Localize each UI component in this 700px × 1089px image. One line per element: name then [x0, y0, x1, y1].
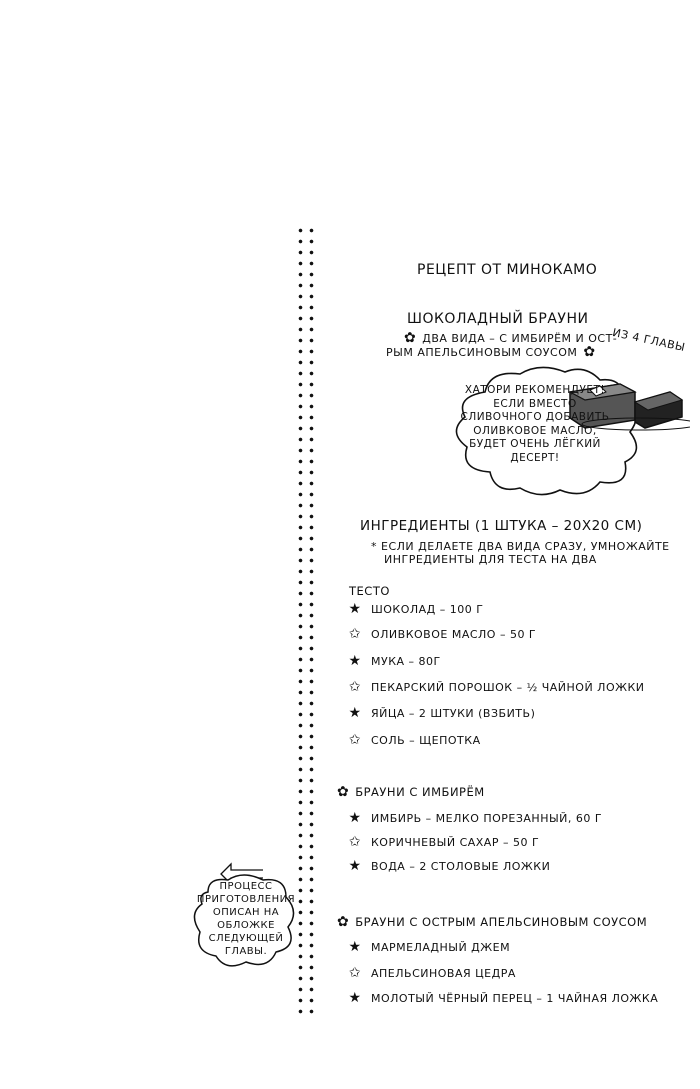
list-item: ★ЯЙЦА – 2 ШТУКИ (ВЗБИТЬ) — [348, 705, 536, 721]
list-item: ✩ОЛИВКОВОЕ МАСЛО – 50 Г — [348, 626, 537, 642]
tip-text: ХАТОРИ РЕКОМЕНДУЕТ! ЕСЛИ ВМЕСТО СЛИВОЧНО… — [460, 384, 610, 464]
star-outline-icon: ✩ — [348, 965, 362, 981]
list-item: ✩АПЕЛЬСИНОВАЯ ЦЕДРА — [348, 965, 516, 981]
recipe-title: РЕЦЕПТ ОТ МИНОКАМО — [417, 262, 598, 278]
chapter-note: ИЗ 4 ГЛАВЫ — [611, 326, 687, 355]
flower-icon: ✿ — [337, 914, 350, 930]
list-item: ★МУКА – 80Г — [348, 653, 441, 669]
next-chapter-text: ПРОЦЕСС ПРИГОТОВЛЕНИЯ ОПИСАН НА ОБЛОЖКЕ … — [196, 881, 296, 957]
list-item: ★ИМБИРЬ – МЕЛКО ПОРЕЗАННЫЙ, 60 Г — [348, 810, 603, 826]
star-filled-icon: ★ — [348, 653, 362, 669]
list-item: ★ШОКОЛАД – 100 Г — [348, 601, 484, 617]
flower-icon: ✿ — [337, 784, 350, 800]
flower-icon: ✿ — [583, 344, 596, 360]
flower-icon: ✿ — [404, 330, 417, 346]
ingredients-title: ИНГРЕДИЕНТЫ (1 ШТУКА – 20Х20 СМ) — [360, 518, 643, 534]
list-item: ✩ПЕКАРСКИЙ ПОРОШОК – ½ ЧАЙНОЙ ЛОЖКИ — [348, 679, 645, 695]
list-item: ★ВОДА – 2 СТОЛОВЫЕ ЛОЖКИ — [348, 858, 551, 874]
star-outline-icon: ✩ — [348, 679, 362, 695]
dish-subtitle-line1: ✿ДВА ВИДА – С ИМБИРЁМ И ОСТ- — [404, 330, 618, 346]
list-item: ✩КОРИЧНЕВЫЙ САХАР – 50 Г — [348, 834, 540, 850]
star-outline-icon: ✩ — [348, 834, 362, 850]
star-outline-icon: ✩ — [348, 626, 362, 642]
brownie-illustration — [568, 383, 690, 431]
next-chapter-cloud — [193, 862, 295, 967]
star-filled-icon: ★ — [348, 705, 362, 721]
list-item: ★МАРМЕЛАДНЫЙ ДЖЕМ — [348, 939, 511, 955]
ginger-section-label: ✿БРАУНИ С ИМБИРЁМ — [337, 784, 485, 800]
star-outline-icon: ✩ — [348, 732, 362, 748]
list-item: ★МОЛОТЫЙ ЧЁРНЫЙ ПЕРЕЦ – 1 ЧАЙНАЯ ЛОЖКА — [348, 990, 659, 1006]
dotted-border — [295, 225, 317, 1015]
star-filled-icon: ★ — [348, 810, 362, 826]
dish-name: ШОКОЛАДНЫЙ БРАУНИ — [407, 311, 589, 327]
list-item: ✩СОЛЬ – ЩЕПОТКА — [348, 732, 481, 748]
star-filled-icon: ★ — [348, 939, 362, 955]
star-filled-icon: ★ — [348, 858, 362, 874]
star-filled-icon: ★ — [348, 601, 362, 617]
star-filled-icon: ★ — [348, 990, 362, 1006]
note-line1: * ЕСЛИ ДЕЛАЕТЕ ДВА ВИДА СРАЗУ, УМНОЖАЙТЕ — [371, 540, 670, 553]
note-line2: ИНГРЕДИЕНТЫ ДЛЯ ТЕСТА НА ДВА — [384, 553, 597, 566]
dough-label: ТЕСТО — [349, 584, 390, 598]
dish-subtitle-line2: РЫМ АПЕЛЬСИНОВЫМ СОУСОМ✿ — [386, 344, 596, 360]
orange-section-label: ✿БРАУНИ С ОСТРЫМ АПЕЛЬСИНОВЫМ СОУСОМ — [337, 914, 648, 930]
